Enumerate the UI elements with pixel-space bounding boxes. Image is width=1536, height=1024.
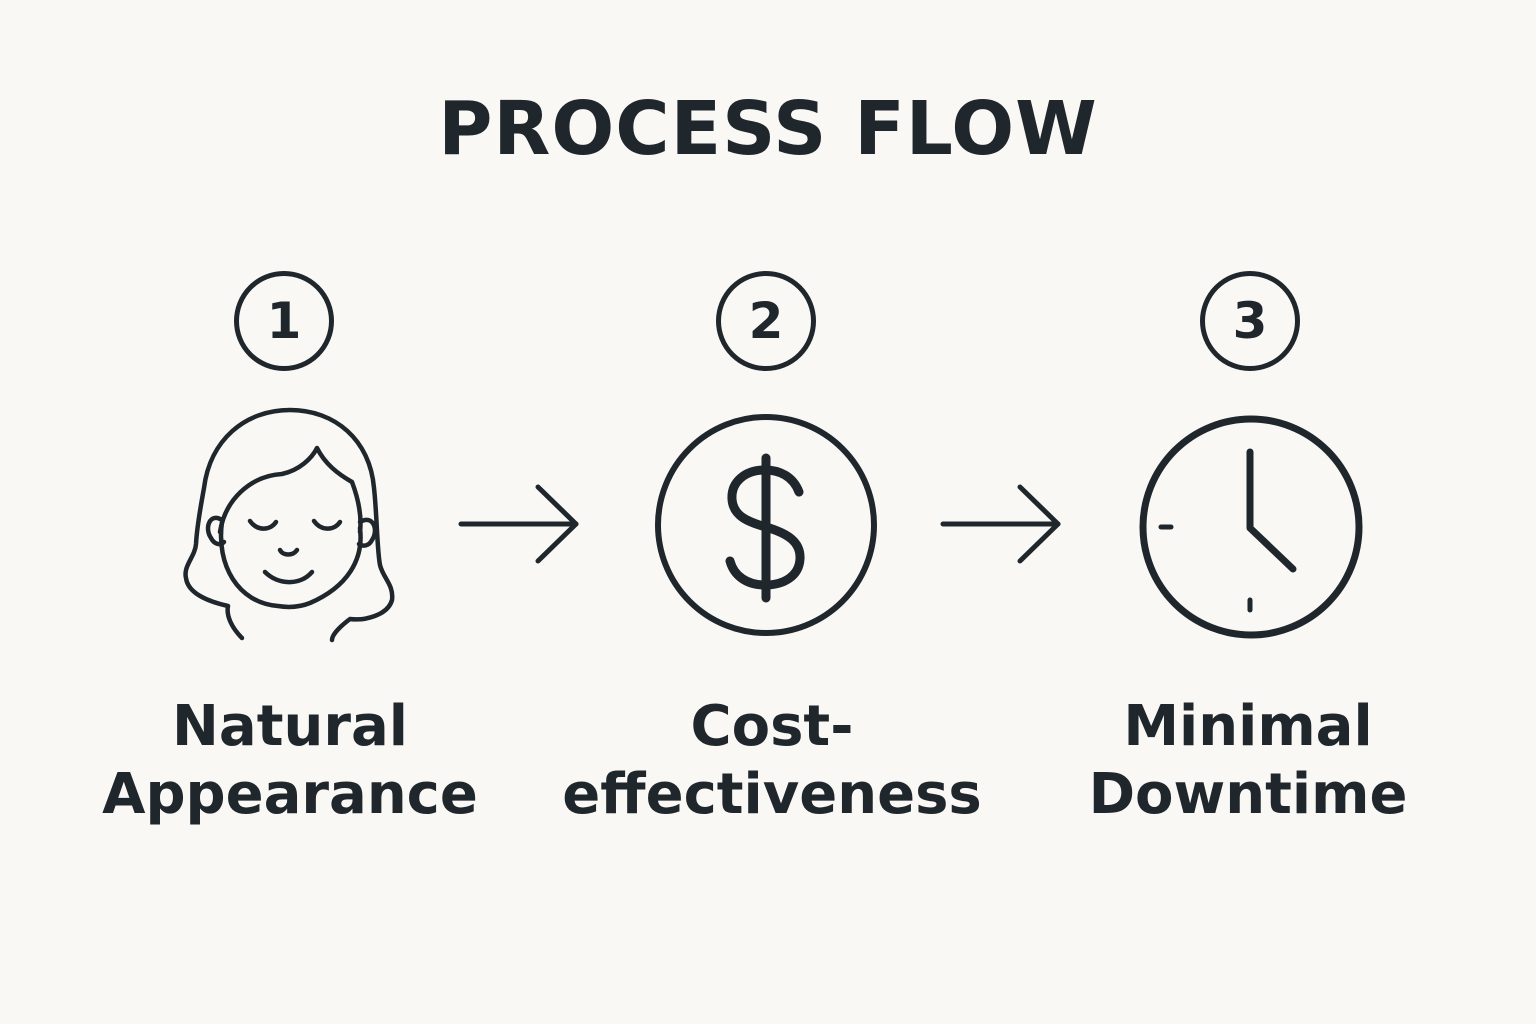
step-1-label: Natural Appearance xyxy=(60,693,520,829)
step-2-label-line1: Cost- xyxy=(690,694,854,759)
clock-icon xyxy=(1139,415,1363,639)
step-3-label-line2: Downtime xyxy=(1088,762,1408,827)
step-2-label: Cost- effectiveness xyxy=(542,693,1002,829)
step-3-number: 3 xyxy=(1200,271,1300,371)
arrow-right-icon xyxy=(458,484,579,564)
dollar-circle-icon xyxy=(655,414,877,636)
step-1-label-line1: Natural xyxy=(172,694,408,759)
step-1-label-line2: Appearance xyxy=(102,762,478,827)
diagram-title: PROCESS FLOW xyxy=(438,86,1098,172)
step-2-number: 2 xyxy=(716,271,816,371)
step-3-label-line1: Minimal xyxy=(1123,694,1373,759)
step-3-label: Minimal Downtime xyxy=(1018,693,1478,829)
woman-face-icon xyxy=(183,407,395,643)
step-2-label-line2: effectiveness xyxy=(562,762,982,827)
arrow-right-icon xyxy=(940,484,1061,564)
step-1-number: 1 xyxy=(234,271,334,371)
